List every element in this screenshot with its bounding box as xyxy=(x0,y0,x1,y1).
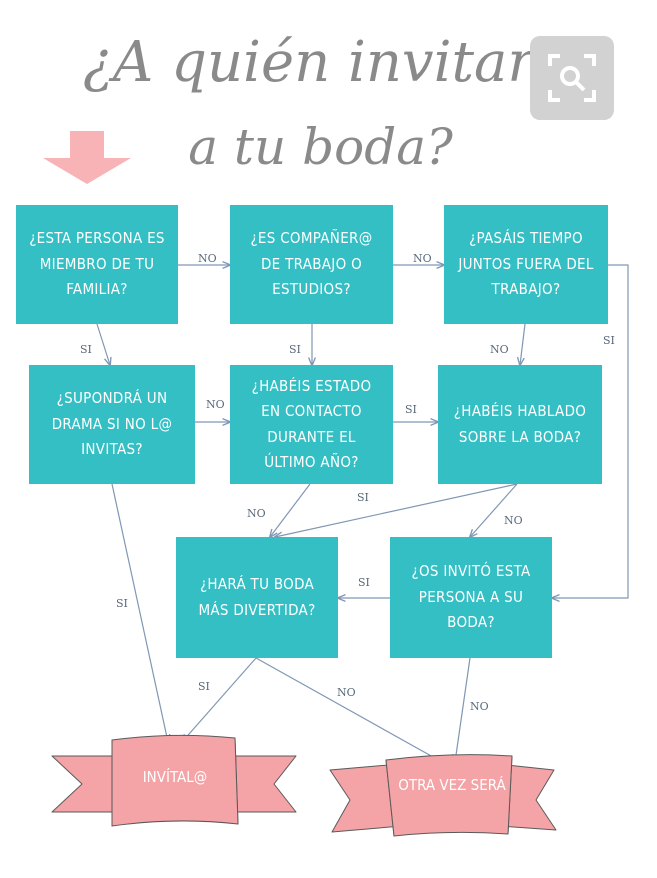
title-line-1: ¿A quién invitar xyxy=(82,30,535,95)
node-contacto: ¿Habéis estado en contacto durante el úl… xyxy=(230,365,393,484)
edge-label-no-5: NO xyxy=(247,507,266,520)
outcome-invitar: Invítal@ xyxy=(142,768,208,786)
edge-label-no-2: NO xyxy=(413,252,432,265)
node-familia: ¿Esta persona es miembro de tu familia? xyxy=(16,205,178,324)
node-tiempo: ¿Pasáis tiempo juntos fuera del trabajo? xyxy=(444,205,608,324)
edge-hablado-invito xyxy=(470,483,518,537)
edge-label-si-1: SI xyxy=(80,343,92,356)
outcome-otra-vez: Otra vez será xyxy=(398,776,506,794)
edge-label-no-7: NO xyxy=(337,686,356,699)
node-companero: ¿Es compañer@ de trabajo o estudios? xyxy=(230,205,393,324)
node-hablado: ¿Habéis hablado sobre la boda? xyxy=(438,365,602,484)
edge-label-si-3: SI xyxy=(603,334,615,347)
node-drama: ¿Supondrá un drama si no l@ invitas? xyxy=(29,365,195,484)
ribbon-invitar xyxy=(51,734,297,827)
edge-label-si-6: SI xyxy=(358,576,370,589)
edge-label-no-1: NO xyxy=(198,252,217,265)
edge-divertida-otra xyxy=(255,657,442,762)
edge-contacto-divertida xyxy=(270,483,311,537)
edge-label-si-2: SI xyxy=(289,343,301,356)
node-invito: ¿Os invitó esta persona a su boda? xyxy=(390,537,552,658)
edge-drama-invitar xyxy=(111,483,168,742)
edge-invito-otra xyxy=(455,657,471,762)
edge-label-no-6: NO xyxy=(504,514,523,527)
zoom-button[interactable] xyxy=(530,36,614,120)
edge-label-si-5: SI xyxy=(357,491,369,504)
edge-label-no-8: NO xyxy=(470,700,489,713)
ribbon-otra-vez xyxy=(329,754,557,837)
edge-divertida-invitar xyxy=(182,657,257,742)
edge-tiempo-invito xyxy=(552,264,629,598)
node-divertida: ¿Hará tu boda más divertida? xyxy=(176,537,338,658)
edge-label-si-4: SI xyxy=(405,403,417,416)
title-line-2: a tu boda? xyxy=(188,118,453,176)
edge-label-no-3: NO xyxy=(490,343,509,356)
edge-label-si-8: SI xyxy=(198,680,210,693)
edge-tiempo-hablado xyxy=(520,323,526,365)
edge-label-si-7: SI xyxy=(116,597,128,610)
edge-familia-drama xyxy=(96,323,110,365)
edge-hablado-divertida xyxy=(275,483,518,537)
edge-label-no-4: NO xyxy=(206,398,225,411)
start-arrow-icon xyxy=(43,131,131,184)
search-zoom-icon xyxy=(548,54,596,102)
